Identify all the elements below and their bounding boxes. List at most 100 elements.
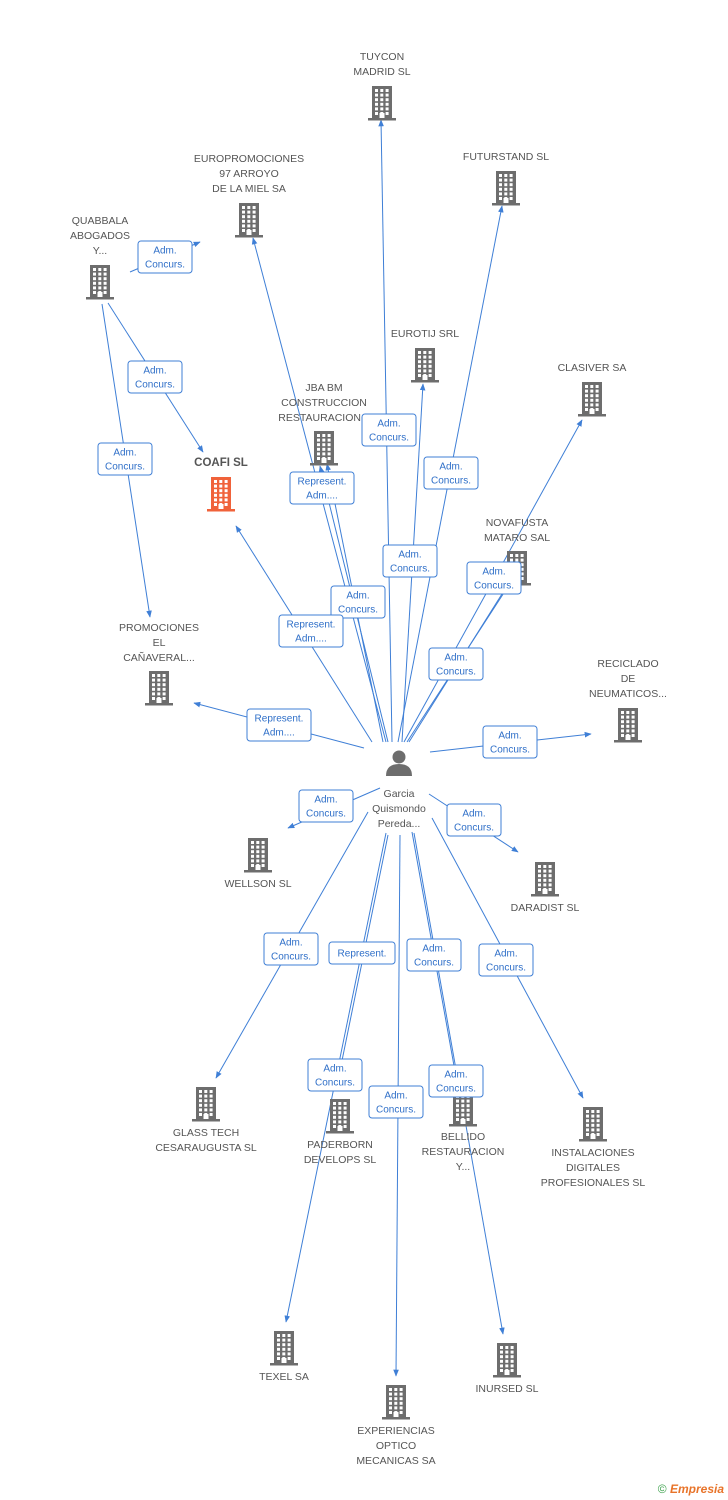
relation-label-text: Adm....	[263, 728, 295, 739]
relation-label-p-jba[interactable]: Represent.Adm....	[289, 471, 355, 505]
relation-label-text: Concurs.	[474, 581, 514, 592]
company-node-promociones[interactable]: PROMOCIONESELCAÑAVERAL...	[119, 622, 199, 706]
relation-label-quabbala-europromociones[interactable]: Adm.Concurs.	[137, 240, 193, 274]
company-label: MECANICAS SA	[356, 1455, 435, 1467]
relation-label-box	[428, 1064, 484, 1098]
relation-label-p-glasstech[interactable]: Adm.Concurs.	[263, 932, 319, 966]
company-label: RESTAURACION...	[278, 412, 369, 424]
company-label: 97 ARROYO	[219, 168, 279, 180]
company-label: Y...	[93, 245, 107, 257]
relation-label-text: Concurs.	[145, 260, 185, 271]
relation-label-text: Adm.	[143, 366, 166, 377]
company-label: MADRID SL	[353, 66, 410, 78]
relation-label-p-bellido[interactable]: Adm. Concurs.	[406, 938, 462, 972]
company-node-jba[interactable]: JBA BMCONSTRUCCIONRESTAURACION...	[278, 382, 370, 466]
relation-label-box	[428, 647, 484, 681]
company-node-reciclado[interactable]: RECICLADODENEUMATICOS...	[589, 658, 667, 743]
relation-label-text: Adm.	[398, 550, 421, 561]
relation-label-text: Adm.	[444, 1070, 467, 1081]
relation-label-text: Adm.	[346, 591, 369, 602]
relation-label-text: Concurs.	[376, 1105, 416, 1116]
company-node-eurotij[interactable]: EUROTIJ SRL	[391, 328, 459, 383]
relation-label-text: Concurs.	[414, 958, 454, 969]
relation-label-text: Concurs.	[135, 380, 175, 391]
relation-label-p-clasiver[interactable]: Adm.Concurs.	[466, 561, 522, 595]
company-label: PADERBORN	[307, 1139, 373, 1151]
relation-label-text: Adm.	[444, 653, 467, 664]
footer-brand[interactable]: © Empresia	[658, 1482, 724, 1496]
relation-label-p-novafusta[interactable]: Adm. Concurs.	[428, 647, 484, 681]
company-label: OPTICO	[376, 1440, 416, 1452]
company-node-coafi[interactable]: COAFI SL	[194, 457, 248, 512]
company-label: INURSED SL	[475, 1383, 538, 1395]
relation-label-p-eurotij[interactable]: Adm.Concurs.	[382, 544, 438, 578]
relation-label-p-europromociones[interactable]: Adm.Concurs.	[330, 585, 386, 619]
relation-label-p-inursed[interactable]: Adm.Concurs.	[428, 1064, 484, 1098]
building-icon	[145, 671, 173, 706]
relation-label-text: Concurs.	[431, 476, 471, 487]
company-node-texel[interactable]: TEXEL SA	[259, 1331, 309, 1383]
company-node-quabbala[interactable]: QUABBALAABOGADOSY...	[70, 215, 130, 300]
relation-label-box	[330, 585, 386, 619]
building-icon	[244, 838, 272, 873]
company-node-clasiver[interactable]: CLASIVER SA	[558, 362, 627, 417]
relation-label-text: Concurs.	[369, 433, 409, 444]
relation-label-text: Adm.	[462, 809, 485, 820]
company-node-inursed[interactable]: INURSED SL	[475, 1343, 539, 1395]
company-node-bellido[interactable]: BELLIDORESTAURACIONY...	[422, 1092, 505, 1173]
relation-label-text: Concurs.	[454, 823, 494, 834]
relation-label-box	[278, 614, 344, 648]
company-label: TUYCON	[360, 51, 404, 63]
relation-label-p-daradist[interactable]: Adm. Concurs.	[446, 803, 502, 837]
company-node-futurstand[interactable]: FUTURSTAND SL	[463, 151, 549, 206]
company-label: CESARAUGUSTA SL	[155, 1142, 256, 1154]
building-icon	[493, 1343, 521, 1378]
relation-label-p-reciclado[interactable]: Adm.Concurs.	[482, 725, 538, 759]
relation-label-p-futurstand[interactable]: Adm.Concurs.	[423, 456, 479, 490]
relation-label-p-experiencias[interactable]: Adm.Concurs.	[368, 1085, 424, 1119]
relation-label-box	[328, 941, 396, 965]
relation-label-text: Concurs.	[436, 667, 476, 678]
relation-label-quabbala-coafi[interactable]: Adm. Concurs.	[127, 360, 183, 394]
relation-label-p-promociones[interactable]: Represent.Adm....	[246, 708, 312, 742]
relation-label-text: Adm....	[295, 634, 327, 645]
relation-label-text: Concurs.	[306, 809, 346, 820]
company-label: DIGITALES	[566, 1162, 620, 1174]
company-label: PROFESIONALES SL	[541, 1177, 646, 1189]
company-label: Y...	[456, 1161, 470, 1173]
relation-label-p-tuycon[interactable]: Adm.Concurs.	[361, 413, 417, 447]
relation-label-text: Adm.	[494, 949, 517, 960]
relation-label-text: Adm.	[113, 448, 136, 459]
relation-label-p-wellson[interactable]: Adm. Concurs.	[298, 789, 354, 823]
relation-label-box	[423, 456, 479, 490]
relation-label-p-texel[interactable]: Represent.	[328, 941, 396, 965]
company-node-wellson[interactable]: WELLSON SL	[224, 838, 292, 890]
company-node-tuycon[interactable]: TUYCON MADRID SL	[353, 51, 411, 121]
relation-label-text: Adm.	[314, 795, 337, 806]
person-label: Quismondo	[372, 803, 426, 815]
relation-label-p-coafi[interactable]: Represent. Adm....	[278, 614, 344, 648]
relation-label-box	[298, 789, 354, 823]
company-label: FUTURSTAND SL	[463, 151, 549, 163]
person-node[interactable]: GarciaQuismondoPereda...	[372, 750, 426, 831]
company-label: TEXEL SA	[259, 1371, 309, 1383]
building-icon	[578, 382, 606, 417]
relation-label-text: Adm.	[422, 944, 445, 955]
relation-label-text: Adm.	[323, 1064, 346, 1075]
relation-label-box	[289, 471, 355, 505]
relation-label-p-instalaciones[interactable]: Adm.Concurs.	[478, 943, 534, 977]
relation-label-p-paderborn[interactable]: Adm.Concurs.	[307, 1058, 363, 1092]
relation-label-box	[368, 1085, 424, 1119]
relation-label-text: Concurs.	[105, 462, 145, 473]
company-label: DE LA MIEL SA	[212, 183, 286, 195]
company-node-daradist[interactable]: DARADIST SL	[511, 862, 580, 914]
relation-label-text: Represent.	[287, 620, 336, 631]
relation-label-quabbala-promociones[interactable]: Adm. Concurs.	[97, 442, 153, 476]
